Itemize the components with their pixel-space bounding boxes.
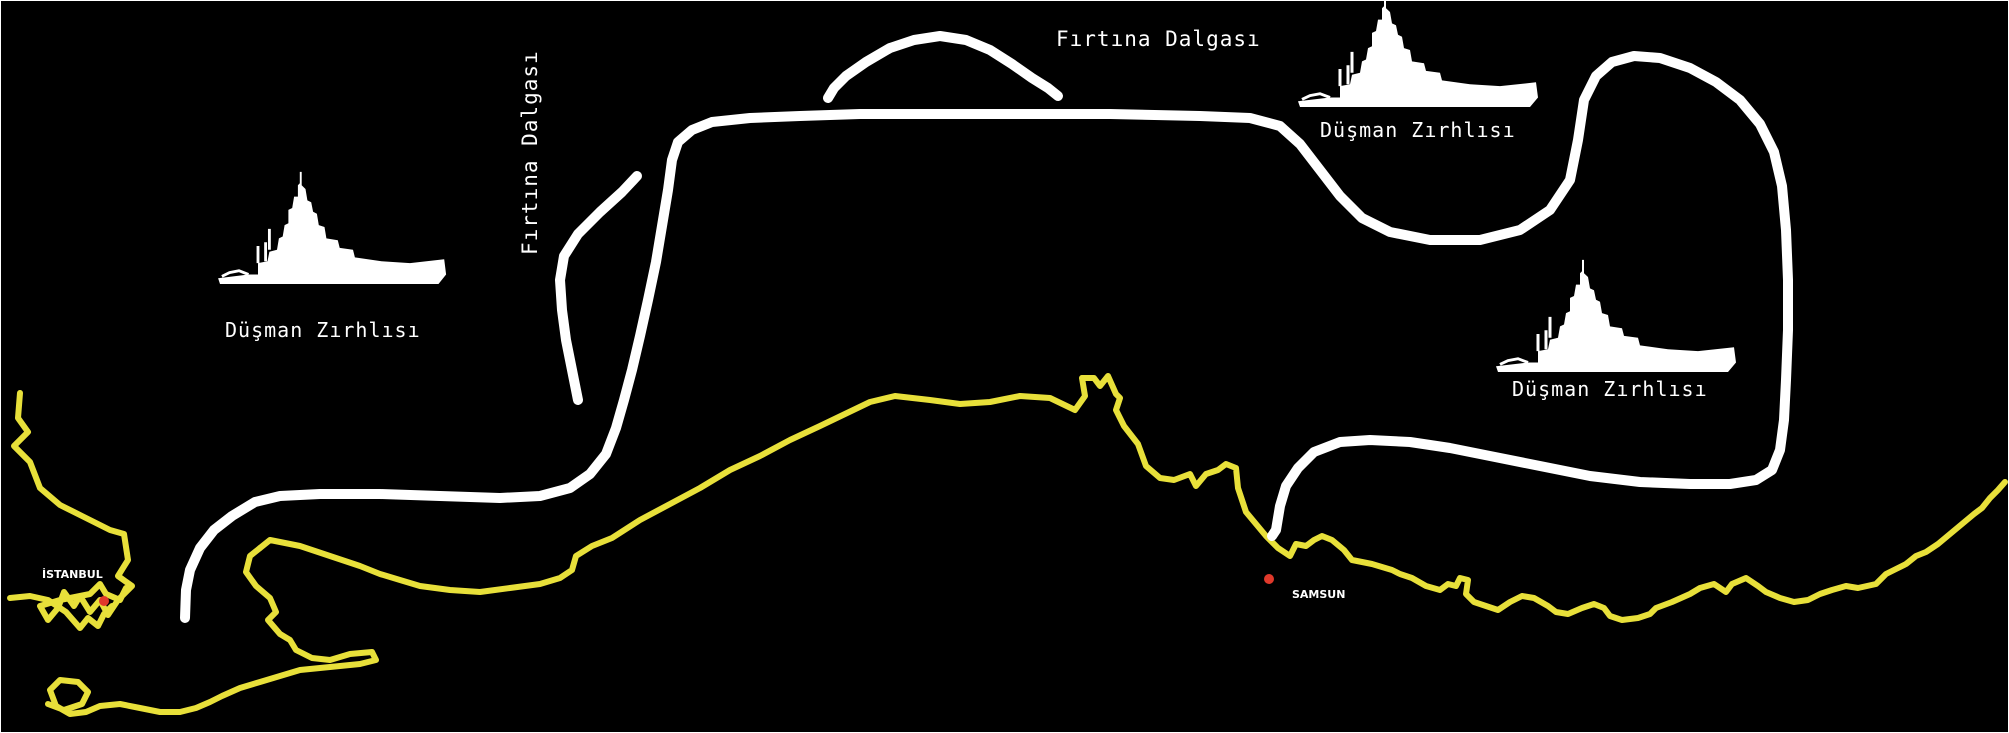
storm-wave-left-label: Fırtına Dalgası [518, 50, 542, 255]
main-route [180, 51, 1793, 623]
istanbul-label: İSTANBUL [42, 567, 103, 581]
enemy-ship-left-label: Düşman Zırhlısı [225, 318, 421, 342]
city-istanbul: İSTANBUL [42, 567, 109, 606]
enemy-ship-right-label: Düşman Zırhlısı [1512, 377, 1708, 401]
enemy-ship-top-right-label: Düşman Zırhlısı [1320, 118, 1516, 142]
storm-wave-top [823, 31, 1063, 103]
samsun-marker [1264, 574, 1274, 584]
coastline-istanbul-strait [7, 593, 115, 631]
samsun-label: SAMSUN [1292, 588, 1345, 601]
storm-wave-top-label: Fırtına Dalgası [1056, 27, 1261, 51]
enemy-ship-top-right: Düşman Zırhlısı [1296, 0, 1540, 142]
coastline [7, 373, 2008, 717]
enemy-ship-right: Düşman Zırhlısı [1494, 258, 1738, 401]
coastline-marmara [45, 545, 379, 717]
coastline-anatolia [257, 373, 2008, 623]
enemy-ship-left: Düşman Zırhlısı [216, 170, 448, 342]
istanbul-marker [99, 596, 109, 606]
coastline-west [11, 390, 135, 623]
storm-wave-left [555, 171, 642, 405]
fleet-route [180, 31, 1793, 623]
city-samsun: SAMSUN [1264, 574, 1345, 601]
